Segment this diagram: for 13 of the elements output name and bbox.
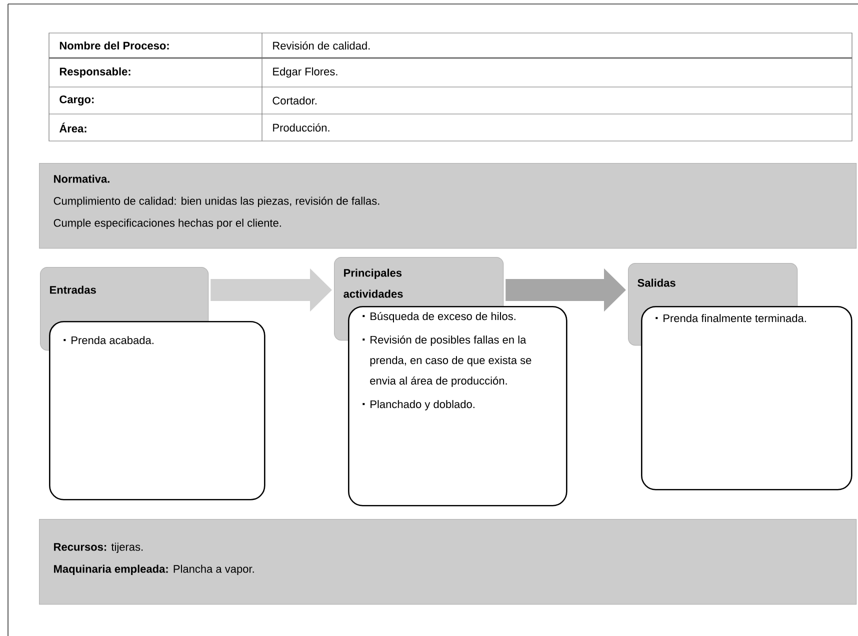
field-label: Área: bbox=[59, 122, 86, 132]
field-label: Responsable: bbox=[60, 67, 130, 78]
list-box: Búsqueda de exceso de hilos. Revisión de posibles fallas en la prenda, en caso de que exista se envia al área de producción. Planchado y doblado. bbox=[348, 306, 568, 506]
field-value: Revisión de calidad. bbox=[273, 41, 370, 50]
field-label: Cargo: bbox=[60, 96, 94, 106]
field-value: Edgar Flores. bbox=[273, 67, 338, 78]
text-panel: Recursos: tijeras. Maquinaria empleada: Plancha a vapor. bbox=[39, 519, 857, 605]
text-panel: Normativa. Cumplimiento de calidad: bien unidas las piezas, revisión de fallas. Cumple especificaciones hechas por el cliente. bbox=[39, 163, 857, 249]
field-label: Nombre del Proceso: bbox=[60, 41, 169, 50]
field-value: Producción. bbox=[273, 123, 330, 132]
list-box: Prenda finalmente terminada. bbox=[641, 306, 852, 490]
list-box: Prenda acabada. bbox=[49, 321, 266, 500]
field-value: Cortador. bbox=[272, 96, 316, 105]
